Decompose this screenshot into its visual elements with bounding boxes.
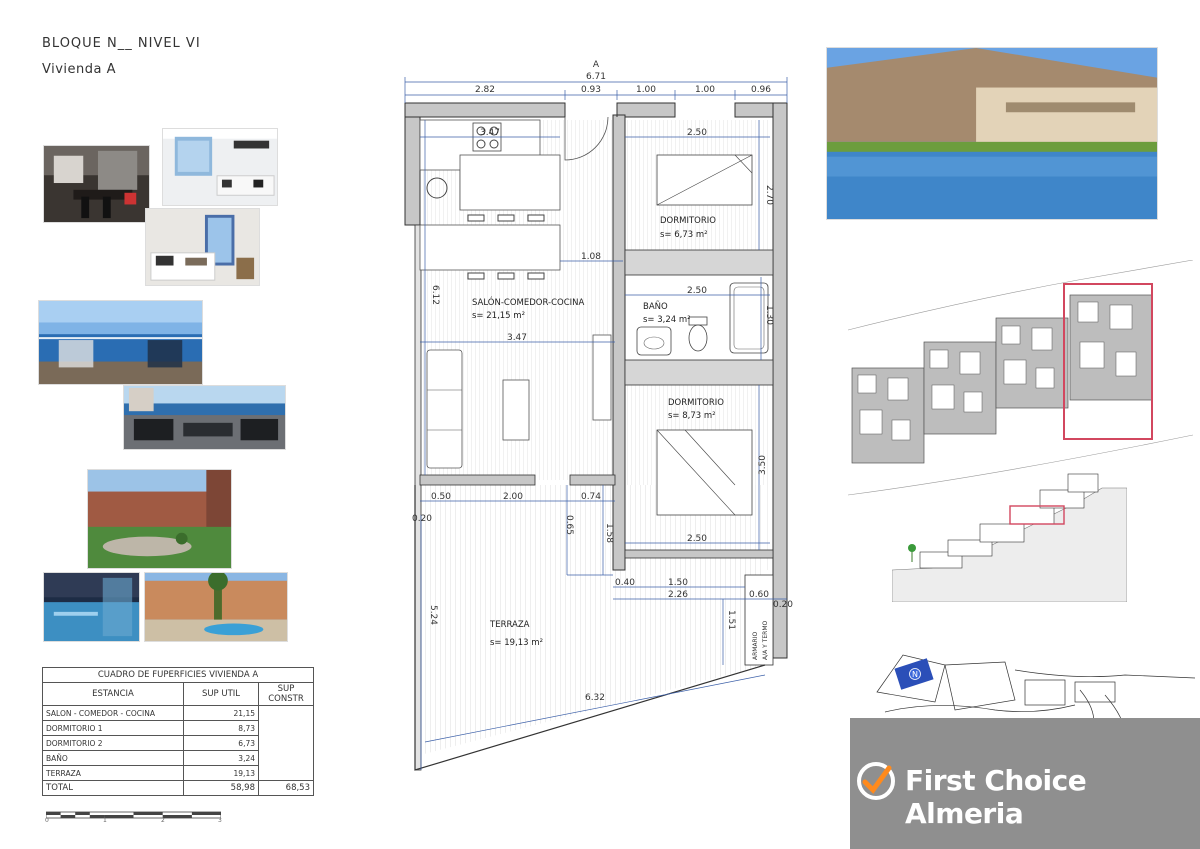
scale-tick-label: 0 bbox=[45, 817, 49, 824]
room-label-bathroom: BAÑO bbox=[643, 301, 668, 312]
photo-living-room bbox=[162, 128, 278, 206]
dim-label: 0.96 bbox=[751, 85, 771, 95]
photo-outdoor-lounge bbox=[123, 385, 286, 450]
section-marker: A bbox=[593, 60, 600, 70]
brand-logo-icon bbox=[855, 760, 897, 802]
room-label-bedroom-1: DORMITORIO bbox=[660, 216, 716, 226]
dim-label: 0.60 bbox=[749, 590, 769, 600]
dim-label: 2.50 bbox=[687, 534, 707, 544]
dim-label: 0.20 bbox=[412, 514, 432, 524]
dim-label: 2.82 bbox=[475, 85, 495, 95]
dim-total-width: 6.71 bbox=[586, 72, 606, 82]
scale-tick-label: 3 bbox=[218, 817, 222, 824]
room-area-bedroom-2: s= 8,73 m² bbox=[668, 411, 716, 421]
dwelling-title: Vivienda A bbox=[42, 62, 117, 77]
dim-label: 2.00 bbox=[503, 492, 523, 502]
room-area-living: s= 21,15 m² bbox=[472, 311, 525, 321]
building-section bbox=[891, 460, 1128, 603]
dim-label: 2.26 bbox=[668, 590, 688, 600]
closet-label-sub: A/A Y TERMO bbox=[762, 620, 769, 660]
closet-label: ARMARIO bbox=[752, 632, 759, 660]
room-label-bedroom-2: DORMITORIO bbox=[668, 398, 724, 408]
brand-name: First Choice Almeria bbox=[905, 764, 1087, 830]
scale-bar bbox=[45, 806, 222, 819]
photo-terrace-sea-view bbox=[38, 300, 203, 385]
scale-tick-label: 1 bbox=[103, 817, 107, 824]
dim-label: 0.40 bbox=[615, 578, 635, 588]
room-area-bathroom: s= 3,24 m² bbox=[643, 315, 691, 325]
building-block-plan bbox=[847, 259, 1194, 500]
photo-kitchen bbox=[43, 145, 150, 223]
floor-plan: A 6.71 2.82 0.93 1.00 1.00 0.96 3.47 2.5… bbox=[395, 55, 805, 775]
dim-label: 2.70 bbox=[764, 185, 774, 205]
site-map: N bbox=[875, 650, 1200, 751]
compass-label: N bbox=[912, 670, 918, 679]
dim-label: 0.20 bbox=[773, 600, 793, 610]
dim-label: 0.93 bbox=[581, 85, 601, 95]
room-label-terrace: TERRAZA bbox=[489, 620, 530, 630]
dim-label: 1.30 bbox=[764, 305, 774, 325]
photo-resort-pool bbox=[826, 47, 1158, 220]
dim-label: 0.65 bbox=[564, 515, 574, 535]
photo-bedroom bbox=[145, 208, 260, 286]
dim-label: 1.00 bbox=[695, 85, 715, 95]
room-area-terrace: s= 19,13 m² bbox=[490, 638, 543, 648]
dim-label: 6.32 bbox=[585, 693, 605, 703]
room-label-living: SALÓN-COMEDOR-COCINA bbox=[472, 296, 585, 308]
dim-label: 1.58 bbox=[604, 523, 614, 543]
surfaces-table: CUADRO DE FUPERFICIES VIVIENDA A ESTANCI… bbox=[42, 667, 314, 796]
dim-label: 3.50 bbox=[758, 455, 768, 475]
dim-label: 1.51 bbox=[726, 610, 736, 630]
column-header: ESTANCIA bbox=[42, 682, 184, 706]
table-caption: CUADRO DE FUPERFICIES VIVIENDA A bbox=[42, 667, 314, 683]
room-area-bedroom-1: s= 6,73 m² bbox=[660, 230, 708, 240]
block-level-title: BLOQUE N__ NIVEL VI bbox=[42, 36, 201, 51]
dim-label: 0.50 bbox=[431, 492, 451, 502]
dim-label: 0.74 bbox=[581, 492, 601, 502]
dim-label: 1.50 bbox=[668, 578, 688, 588]
dim-label: 3.47 bbox=[507, 333, 527, 343]
photo-garden bbox=[87, 469, 232, 569]
column-header: SUP UTIL bbox=[183, 682, 259, 706]
dim-label: 2.50 bbox=[687, 128, 707, 138]
dim-label: 1.08 bbox=[581, 252, 601, 262]
photo-outdoor-pool bbox=[144, 572, 288, 642]
scale-tick-label: 2 bbox=[161, 817, 165, 824]
column-header: SUP CONSTR bbox=[258, 682, 314, 706]
dim-label: 3.47 bbox=[480, 128, 500, 138]
dim-label: 2.50 bbox=[687, 286, 707, 296]
dim-label: 6.12 bbox=[430, 285, 440, 305]
brand-banner bbox=[850, 718, 1200, 849]
dim-label: 5.24 bbox=[428, 605, 438, 625]
dim-label: 1.00 bbox=[636, 85, 656, 95]
photo-indoor-pool bbox=[43, 572, 140, 642]
